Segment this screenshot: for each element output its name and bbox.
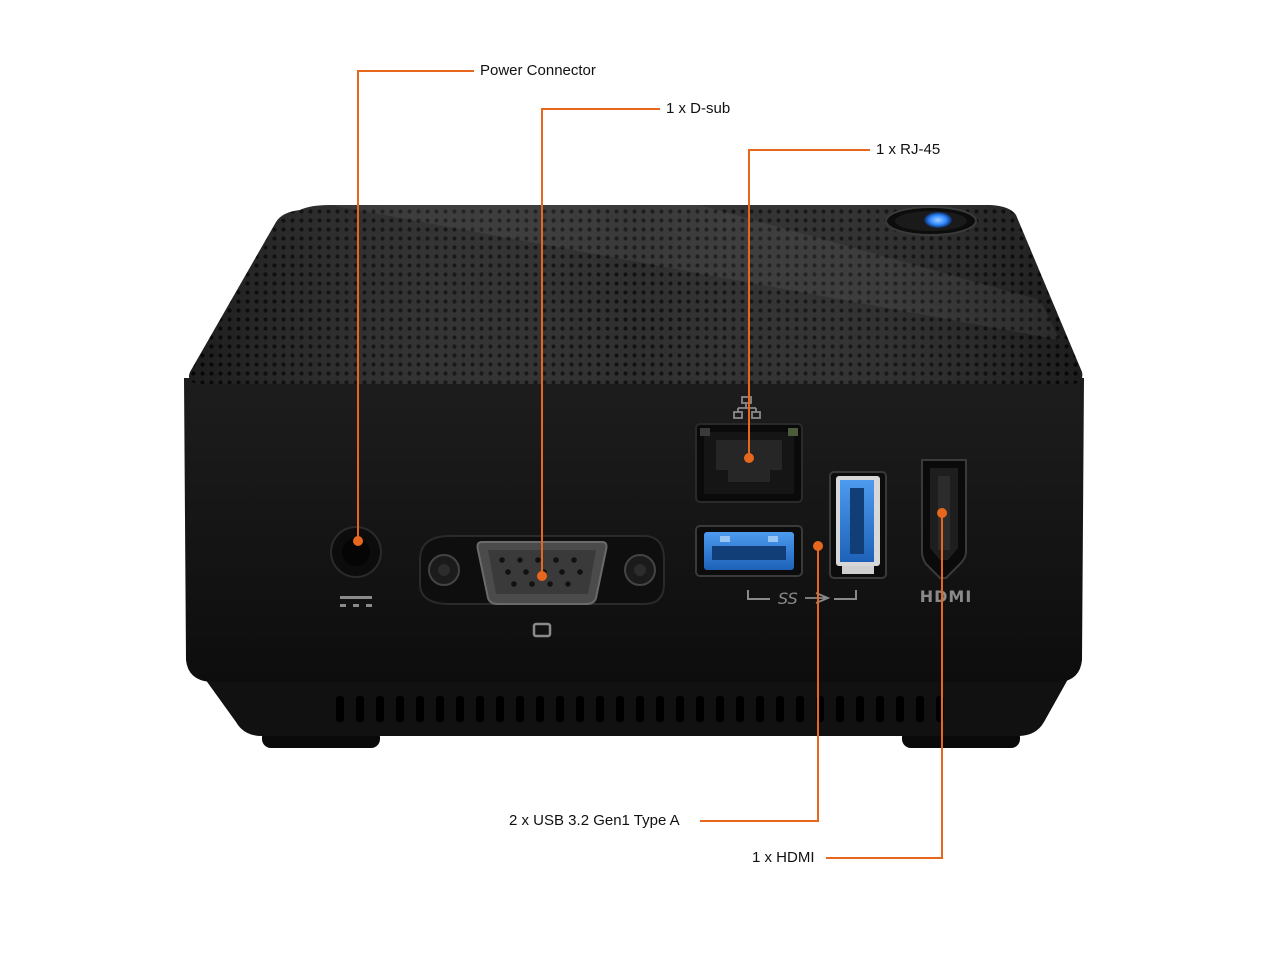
callout-dot-dsub <box>537 571 547 581</box>
dc-power-icon <box>340 596 372 599</box>
usb-ss-logo: SS <box>778 589 798 608</box>
callout-dot-hdmi <box>937 508 947 518</box>
rj45-led-right <box>788 428 798 436</box>
callout-label-hdmi: 1 x HDMI <box>752 849 815 866</box>
usb-port-1 <box>695 525 803 577</box>
callout-line-rj45 <box>748 149 870 458</box>
callout-dot-power <box>353 536 363 546</box>
power-jack <box>330 526 382 607</box>
callout-label-usb: 2 x USB 3.2 Gen1 Type A <box>509 812 680 829</box>
network-icon <box>733 396 761 419</box>
top-surface-shading <box>189 205 1083 384</box>
rj45-led-left <box>700 428 710 436</box>
usb-symbol-icon <box>805 592 831 604</box>
callout-label-dsub: 1 x D-sub <box>666 100 731 117</box>
callout-line-usb <box>700 546 819 822</box>
top-surface-highlight <box>330 205 1060 340</box>
usb-port-2 <box>829 471 887 579</box>
callout-lines <box>357 70 943 859</box>
usb-bracket-marking <box>747 590 857 600</box>
hdmi-port <box>921 459 967 579</box>
callout-line-hdmi <box>826 513 943 859</box>
callout-label-rj45: 1 x RJ-45 <box>876 141 941 158</box>
bottom-vent-slots <box>336 696 944 722</box>
callout-dot-usb <box>813 541 823 551</box>
power-led <box>924 212 952 228</box>
hdmi-logo: HDMI <box>920 587 973 606</box>
callout-dot-rj45 <box>744 453 754 463</box>
power-button <box>885 206 977 236</box>
callout-line-dsub <box>541 108 660 576</box>
callout-line-power <box>357 70 474 541</box>
callout-label-power: Power Connector <box>480 62 596 79</box>
vga-monitor-icon <box>532 622 552 638</box>
rear-panel <box>184 378 1084 682</box>
